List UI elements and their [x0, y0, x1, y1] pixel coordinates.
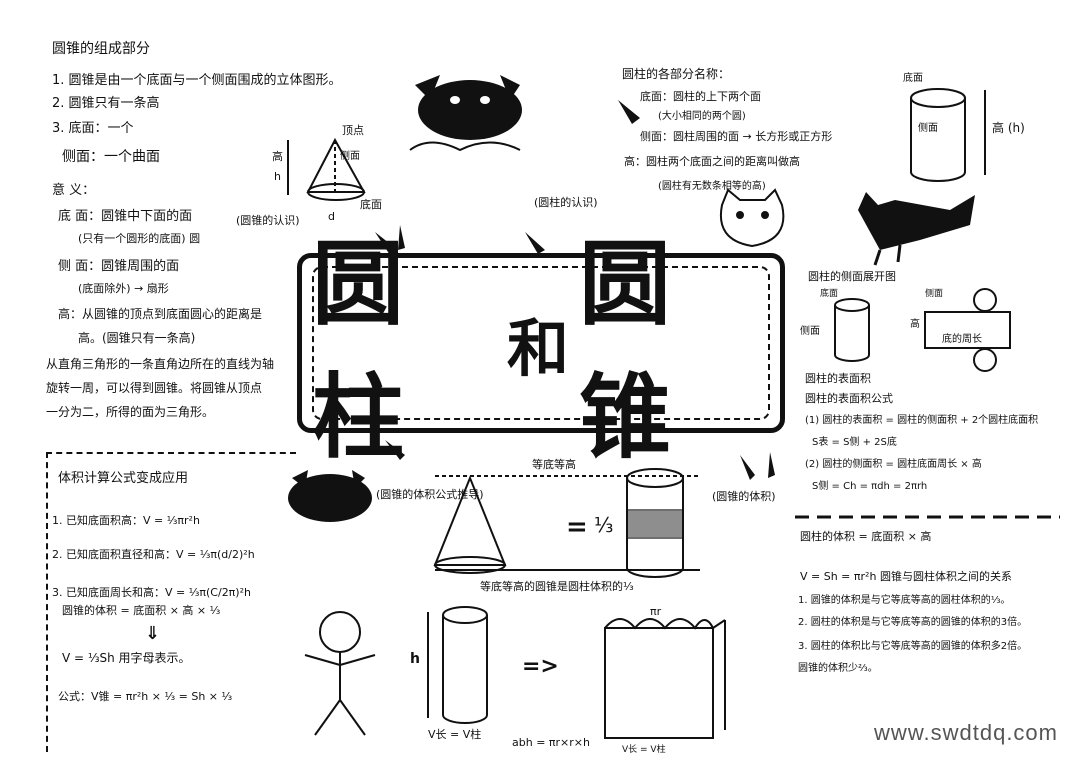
cyl-base-label: 底面	[903, 73, 923, 84]
cyl-heading: 圆柱的各部分名称：	[622, 67, 731, 81]
def-1: 底 面：圆锥中下面的面	[58, 209, 193, 224]
volume-line-2: 2. 已知底面积直径和高：V = ⅓π(d/2)²h	[52, 548, 255, 561]
volume-line-6: V = ⅓Sh 用字母表示。	[62, 651, 191, 665]
cone-item-1: 1. 圆锥是由一个底面与一个侧面围成的立体图形。	[52, 73, 342, 88]
unfold-base-label: 底面	[820, 289, 839, 299]
def-2: (只有一个圆形的底面) 圆	[78, 232, 201, 245]
title-inner-frame	[312, 266, 770, 420]
rotation-2: 旋转一周，可以得到圆锥。将圆锥从顶点	[46, 381, 263, 395]
compare-left-caption: (圆锥的体积公式推导)	[376, 488, 484, 501]
cylvol-formula: V = Sh = πr²h	[800, 570, 877, 583]
unfold-lateral-label: 侧面	[800, 326, 820, 337]
bottom-abh-label: abh = πr×r×h	[512, 736, 590, 749]
unfold-circ-label: 底的周长	[942, 334, 982, 345]
cat-face	[719, 188, 785, 248]
area-line-6: S侧 = Ch = πdh = 2πrh	[812, 481, 928, 492]
cyl-caption: (圆柱的认识)	[534, 196, 598, 209]
def-3: 侧 面：圆锥周围的面	[58, 259, 180, 274]
title-frame	[297, 253, 785, 433]
compare-right-caption: (圆锥的体积)	[712, 490, 776, 503]
def-heading: 意 义：	[52, 183, 96, 198]
compare-eq: =	[566, 512, 588, 542]
rotation-3: 一分为二，所得的面为三角形。	[46, 405, 215, 419]
black-creature-left	[288, 470, 372, 522]
area-line-5: (2) 圆柱的侧面积 = 圆柱底面周长 × 高	[805, 459, 982, 470]
cyl-item-4: 高：圆柱两个底面之间的距离叫做高	[624, 155, 800, 168]
volume-line-4: 圆锥的体积 = 底面积 × 高 × ⅓	[62, 604, 221, 617]
cyl-item-1: 底面：圆柱的上下两个面	[640, 90, 761, 103]
unfold-diagram	[834, 288, 1011, 372]
cylvol-line-4: 圆锥的体积少⅔。	[798, 663, 878, 674]
unfold-height-label: 高	[910, 319, 920, 330]
cone-heading: 圆锥的组成部分	[52, 41, 150, 57]
bottom-h-label: h	[410, 651, 420, 667]
volume-heading: 体积计算公式变成应用	[58, 471, 189, 486]
bottom-arrow: =>	[522, 654, 559, 679]
rotation-1: 从直角三角形的一条直角边所在的直线为轴	[46, 357, 275, 371]
cone-base-label: 底面	[360, 198, 382, 211]
compare-top-label: 等底等高	[532, 458, 576, 471]
cone-caption: (圆锥的认识)	[236, 214, 300, 227]
area-line-3: (1) 圆柱的表面积 = 圆柱的侧面积 + 2个圆柱底面积	[805, 415, 1039, 426]
cone-item-4: 侧面：一个曲面	[62, 149, 160, 165]
cyl-item-2: (大小相同的两个圆)	[658, 111, 746, 122]
watermark: www.swdtdq.com	[874, 720, 1058, 745]
cyl-item-3: 侧面：圆柱周围的面 → 长方形或正方形	[640, 130, 833, 143]
volume-line-1: 1. 已知底面积高：V = ⅓πr²h	[52, 514, 200, 527]
cylvol-line-1: 1. 圆锥的体积是与它等底等高的圆柱体积的⅓。	[798, 595, 1011, 606]
title-part-1: 圆柱	[312, 230, 411, 471]
black-creature-top	[409, 75, 522, 152]
cylvol-line-2: 2. 圆柱的体积是与它等底等高的圆锥的体积的3倍。	[798, 617, 1028, 628]
cone-height-label: 高	[272, 150, 283, 163]
black-cat-right	[858, 192, 975, 266]
cylvol-relation: 圆锥与圆柱体积之间的关系	[880, 570, 1012, 583]
compare-third: ⅓	[594, 513, 614, 537]
cone-item-2: 2. 圆锥只有一条高	[52, 96, 160, 111]
compare-bottom-label: 等底等高的圆锥是圆柱体积的⅓	[480, 580, 634, 593]
area-line-2: 圆柱的表面积公式	[805, 392, 893, 405]
def-4: (底面除外) → 扇形	[78, 282, 169, 295]
cylvol-line-3: 3. 圆柱的体积比与它等底等高的圆锥的体积多2倍。	[798, 641, 1028, 652]
cyl-item-5: (圆柱有无数条相等的高)	[658, 181, 766, 192]
prism-diagram	[427, 606, 488, 724]
volume-frame	[46, 452, 296, 752]
decoration-strokes	[375, 100, 775, 480]
cylvol-heading: 圆柱的体积 = 底面积 × 高	[800, 530, 932, 543]
def-5: 高：从圆锥的顶点到底面圆心的距离是	[58, 307, 263, 321]
cone-h-label: h	[274, 170, 281, 183]
comparison-diagram	[433, 468, 700, 578]
cylinder-diagram	[910, 88, 986, 182]
volume-line-7: 公式：V锥 = πr²h × ⅓ = Sh × ⅓	[58, 690, 233, 703]
area-line-1: 圆柱的表面积	[805, 372, 871, 385]
title-part-3: 圆锥	[579, 230, 678, 471]
cone-vertex-label: 顶点	[342, 124, 364, 137]
cyl-height-label: 高 (h)	[992, 121, 1025, 135]
stick-figure	[304, 611, 376, 736]
unfold-heading: 圆柱的侧面展开图	[808, 270, 896, 283]
volume-arrow: ⇓	[145, 623, 161, 644]
title-part-2: 和	[506, 312, 575, 385]
cone-item-3: 3. 底面：一个	[52, 121, 134, 136]
bottom-veq2-label: V长 = V柱	[622, 745, 666, 755]
def-6: 高。(圆锥只有一条高)	[78, 331, 196, 345]
cyl-lateral-label: 侧面	[918, 123, 938, 134]
cone-d-label: d	[328, 210, 335, 223]
bottom-pir-label: πr	[650, 605, 662, 618]
volume-line-3: 3. 已知底面周长和高：V = ⅓π(C/2π)²h	[52, 586, 251, 599]
cone-lateral-label: 侧面	[340, 151, 360, 162]
page-title: 圆柱 和 圆锥	[312, 230, 770, 471]
cone-diagram	[287, 137, 366, 201]
unfold-lateral2-label: 侧面	[925, 289, 944, 299]
area-line-4: S表 = S侧 + 2S底	[812, 437, 897, 448]
bottom-veq-label: V长 = V柱	[428, 728, 482, 741]
box-diagram	[604, 618, 726, 739]
